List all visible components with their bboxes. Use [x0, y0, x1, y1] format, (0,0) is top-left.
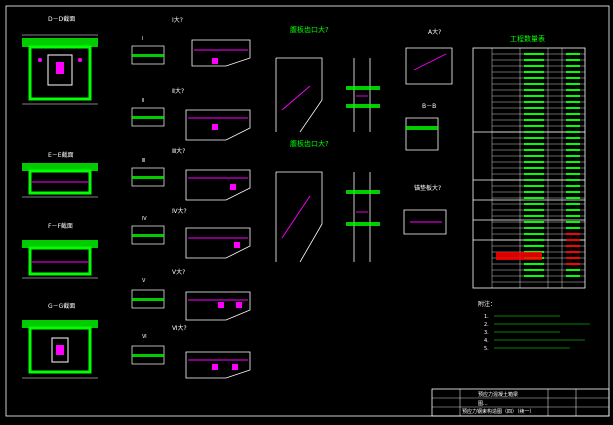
- small-label-3: Ⅲ: [142, 158, 145, 164]
- small-label-6: Ⅵ: [142, 334, 147, 340]
- detail-6-title: Ⅵ大?: [172, 324, 187, 332]
- detail-column-2: Ⅰ大? Ⅱ大? Ⅲ大? Ⅳ大? Ⅴ大? Ⅵ大? Ⅰ Ⅱ Ⅲ Ⅳ Ⅴ Ⅵ: [131, 16, 251, 379]
- detail-b-title: B－B: [422, 103, 436, 110]
- drawing-frame: [5, 5, 610, 417]
- title-line-2: 图...: [478, 401, 488, 407]
- table-title: 工程数量表: [510, 34, 545, 43]
- title-line-3: 预应力钢束构造图（四）（续一）: [462, 408, 535, 415]
- note-4: 4.: [484, 338, 489, 344]
- title-block: 预应力混凝土箱梁 图... 预应力钢束构造图（四）（续一）: [431, 388, 610, 417]
- note-2: 2.: [484, 322, 489, 328]
- section-e-title: E－E截面: [48, 151, 74, 159]
- web-opening-title-1: 腹板齿口大?: [290, 25, 329, 34]
- right-small-details: A大? B－B 锚垫板大?: [403, 28, 453, 235]
- section-g-title: G－G截面: [48, 302, 75, 310]
- note-1: 1.: [484, 314, 489, 320]
- section-e-e: E－E截面: [22, 151, 98, 198]
- detail-1-title: Ⅰ大?: [172, 16, 183, 24]
- section-f-title: F－F截面: [48, 222, 73, 230]
- detail-3-title: Ⅲ大?: [172, 147, 185, 155]
- note-5: 5.: [484, 346, 489, 352]
- quantity-table: 工程数量表: [472, 34, 586, 289]
- small-label-2: Ⅱ: [142, 98, 144, 104]
- title-line-1: 预应力混凝土箱梁: [478, 391, 518, 398]
- notes-block: 附注： 1. 2. 3. 4. 5.: [478, 300, 590, 352]
- notes-title: 附注：: [478, 300, 496, 308]
- small-label-4: Ⅳ: [142, 216, 147, 222]
- section-d-title: D－D截面: [48, 15, 75, 23]
- small-label-1: Ⅰ: [142, 36, 143, 42]
- section-f-f: F－F截面: [22, 222, 98, 279]
- web-opening-title-2: 腹板齿口大?: [290, 139, 329, 148]
- web-opening-details: 腹板齿口大? 腹板齿口大?: [275, 25, 380, 263]
- detail-4-title: Ⅳ大?: [172, 207, 187, 215]
- detail-5-title: Ⅴ大?: [172, 268, 185, 276]
- small-label-5: Ⅴ: [142, 278, 146, 284]
- section-g-g: G－G截面: [22, 302, 98, 379]
- anchor-plate-title: 锚垫板大?: [414, 184, 441, 192]
- detail-a-title: A大?: [428, 28, 441, 36]
- section-d-d: D－D截面: [22, 15, 98, 105]
- note-3: 3.: [484, 330, 489, 336]
- detail-2-title: Ⅱ大?: [172, 87, 184, 95]
